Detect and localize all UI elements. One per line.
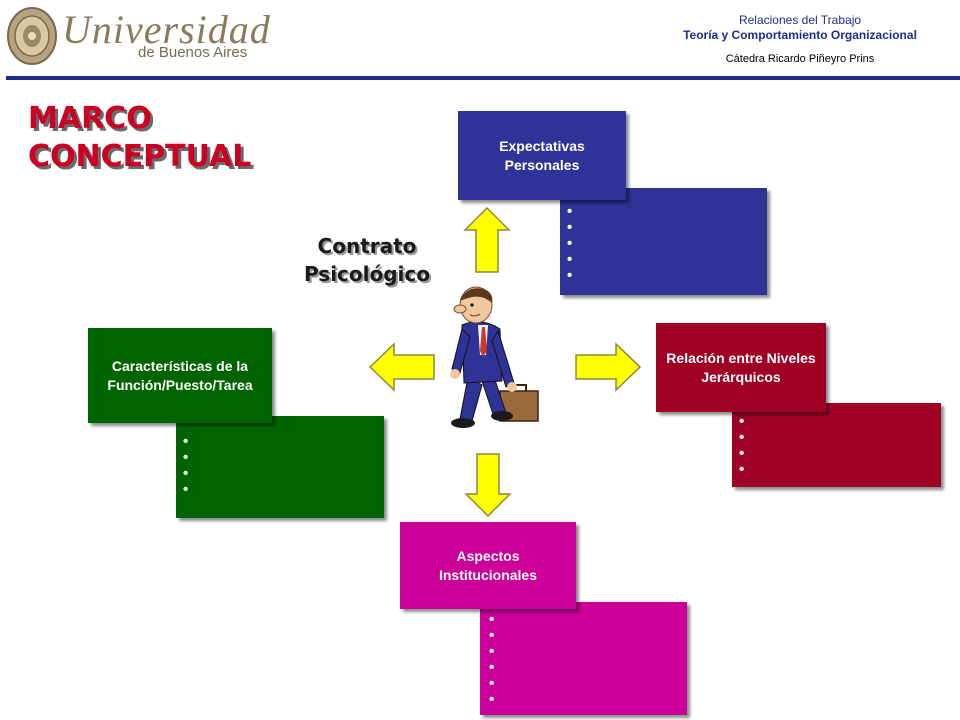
- expectativas-detail-panel: [560, 188, 767, 295]
- relacion-label: Relación entre Niveles Jerárquicos: [666, 349, 816, 385]
- slide-title: MARCO CONCEPTUAL: [28, 100, 251, 176]
- expectativas-label-box: Expectativas Personales: [458, 111, 626, 200]
- bullet: [739, 430, 744, 446]
- arrow-up-icon: [463, 206, 511, 273]
- chair-name: Cátedra Ricardo Piñeyro Prins: [725, 53, 875, 65]
- bullet: [567, 236, 572, 252]
- relacion-label-box: Relación entre Niveles Jerárquicos: [656, 323, 826, 412]
- arrow-right-icon: [575, 342, 642, 392]
- bullet: [739, 446, 744, 462]
- course-name: Relaciones del Trabajo: [738, 13, 862, 27]
- bullet: [489, 692, 494, 708]
- aspectos-label: Aspectos Institucionales: [438, 547, 538, 583]
- bullet: [183, 482, 188, 498]
- center-concept-label: Contrato Psicológico: [282, 232, 452, 288]
- aspectos-label-box: Aspectos Institucionales: [400, 522, 576, 609]
- relacion-bullets: [739, 414, 744, 478]
- center-concept-line2: Psicológico: [303, 262, 431, 286]
- subject-name: Teoría y Comportamiento Organizacional: [683, 28, 917, 42]
- expectativas-bullets: [567, 204, 572, 284]
- expectativas-label: Expectativas Personales: [499, 137, 585, 173]
- aspectos-detail-panel: [480, 602, 687, 715]
- bullet: [489, 660, 494, 676]
- university-logo-word: Universidad: [62, 7, 271, 52]
- center-concept-line1: Contrato: [317, 234, 417, 258]
- caracteristicas-label: Características de la Función/Puesto/Tar…: [107, 357, 253, 393]
- aspectos-bullets: [489, 612, 494, 708]
- arrow-left-icon: [368, 342, 435, 392]
- bullet: [739, 462, 744, 478]
- university-logo-subtitle: de Buenos Aires: [138, 44, 248, 61]
- bullet: [183, 450, 188, 466]
- bullet: [183, 434, 188, 450]
- header-divider: [6, 76, 960, 80]
- bullet: [567, 252, 572, 268]
- bullet: [489, 628, 494, 644]
- caracteristicas-detail-panel: [176, 416, 384, 518]
- bullet: [739, 414, 744, 430]
- bullet: [567, 268, 572, 284]
- businessman-icon: [450, 286, 539, 428]
- bullet: [567, 220, 572, 236]
- bullet: [489, 612, 494, 628]
- bullet: [489, 644, 494, 660]
- slide-title-line2: CONCEPTUAL: [28, 139, 252, 174]
- caracteristicas-bullets: [183, 434, 188, 498]
- university-seal-icon: [7, 7, 57, 65]
- relacion-detail-panel: [732, 403, 941, 487]
- slide-title-line1: MARCO: [28, 101, 152, 136]
- bullet: [567, 204, 572, 220]
- arrow-down-icon: [464, 453, 512, 518]
- bullet: [489, 676, 494, 692]
- bullet: [183, 466, 188, 482]
- caracteristicas-label-box: Características de la Función/Puesto/Tar…: [88, 328, 272, 423]
